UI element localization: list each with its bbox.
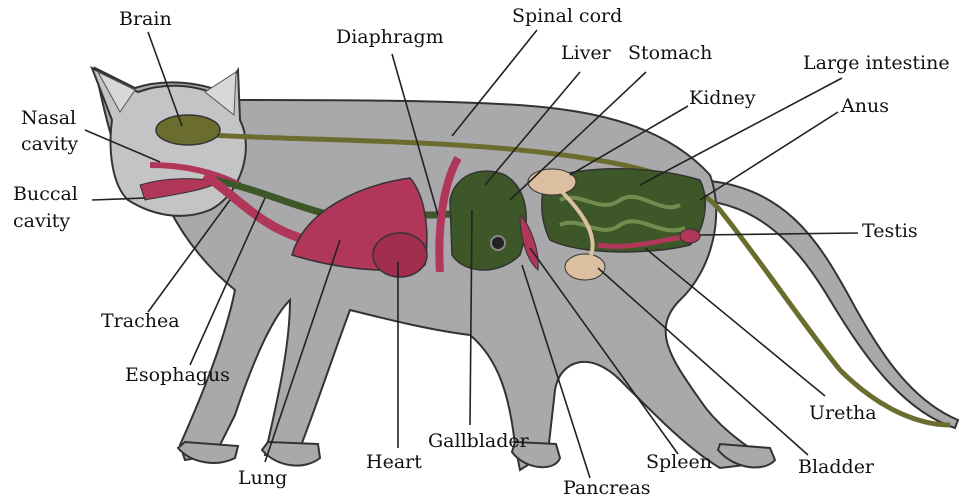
label-liver: Liver <box>561 42 611 64</box>
label-buccal-cavity-line2: cavity <box>13 210 70 232</box>
label-testis: Testis <box>862 220 918 242</box>
label-lung: Lung <box>238 467 287 489</box>
label-spleen: Spleen <box>646 451 712 473</box>
gallbladder <box>491 236 505 250</box>
label-pancreas: Pancreas <box>563 477 651 499</box>
label-brain: Brain <box>119 8 172 30</box>
cat-tail <box>690 180 958 428</box>
label-uretha: Uretha <box>809 402 877 424</box>
label-nasal-cavity-line2: cavity <box>21 133 78 155</box>
label-stomach: Stomach <box>628 42 712 64</box>
label-spinal-cord: Spinal cord <box>512 5 622 27</box>
kidney <box>528 169 576 195</box>
label-diaphragm: Diaphragm <box>336 26 444 48</box>
label-bladder: Bladder <box>798 456 874 478</box>
label-nasal-cavity-line1: Nasal <box>21 107 76 129</box>
label-trachea: Trachea <box>101 310 180 332</box>
liver <box>450 171 526 270</box>
label-esophagus: Esophagus <box>125 364 230 386</box>
label-large-intestine: Large intestine <box>803 52 950 74</box>
label-gallblader: Gallblader <box>428 430 529 452</box>
brain <box>156 115 220 145</box>
bladder <box>565 254 605 280</box>
label-buccal-cavity-line1: Buccal <box>13 183 78 205</box>
label-anus: Anus <box>841 95 889 117</box>
heart <box>373 233 427 277</box>
label-heart: Heart <box>366 451 422 473</box>
label-kidney: Kidney <box>689 87 756 109</box>
testis <box>680 229 700 243</box>
